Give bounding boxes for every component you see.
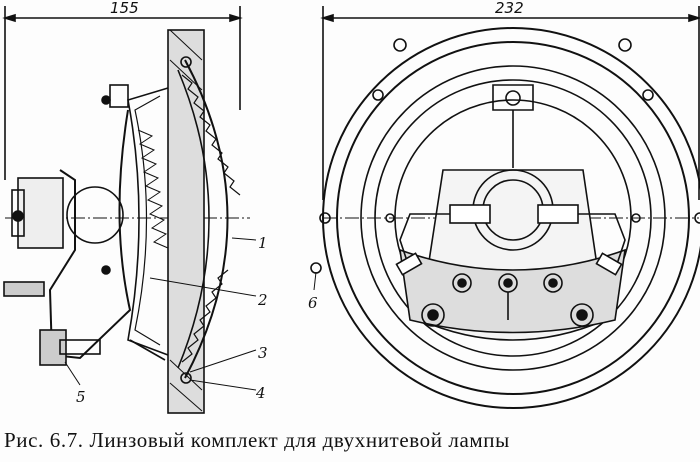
dimension-label-232: 232 — [495, 0, 524, 17]
dimension-232: 232 — [320, 0, 700, 200]
callouts: 1 2 3 4 5 6 — [64, 234, 318, 406]
callout-6: 6 — [308, 294, 318, 312]
dimension-label-155: 155 — [110, 0, 139, 17]
side-view — [3, 29, 250, 414]
dimension-155: 155 — [2, 0, 243, 180]
figure-caption: Рис. 6.7. Линзовый комплект для двухните… — [4, 428, 510, 452]
callout-3: 3 — [258, 344, 268, 362]
callout-4: 4 — [255, 384, 266, 402]
callout-1: 1 — [258, 234, 268, 252]
callout-5: 5 — [76, 388, 86, 406]
callout-2: 2 — [257, 291, 268, 309]
front-view — [310, 27, 700, 409]
